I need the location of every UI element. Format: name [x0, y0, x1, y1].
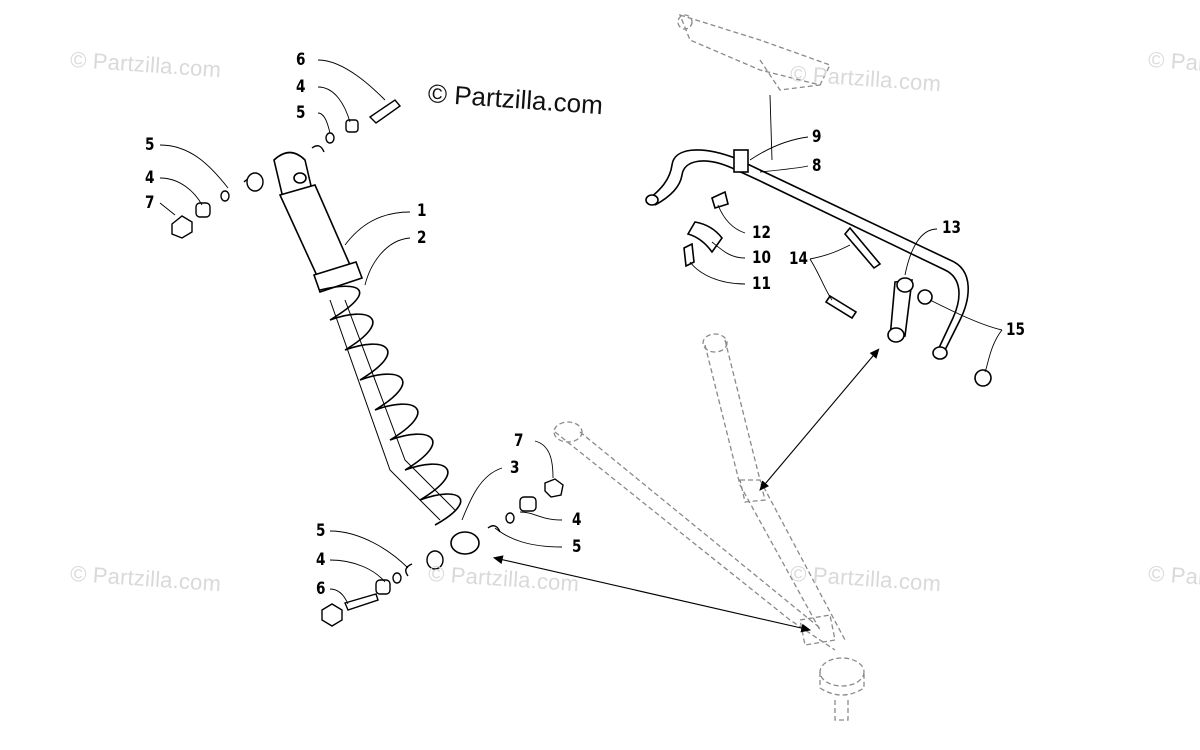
top-hardware — [171, 99, 402, 239]
callout-4-bottom: 4 — [316, 550, 326, 570]
shock-absorber — [273, 151, 480, 555]
callout-4-lower: 4 — [572, 510, 582, 530]
callout-8: 8 — [812, 156, 822, 176]
callout-12: 12 — [752, 223, 771, 243]
reference-arrows — [492, 348, 880, 633]
a-arm — [553, 333, 865, 721]
callout-6-bottom: 6 — [316, 579, 326, 599]
callout-7-left: 7 — [145, 193, 155, 213]
callout-5-left: 5 — [145, 135, 155, 155]
callout-7-lower: 7 — [514, 431, 524, 451]
bottom-hardware — [321, 478, 564, 627]
callout-15: 15 — [1006, 320, 1025, 340]
callout-14: 14 — [789, 249, 808, 269]
leader-lines — [159, 59, 1003, 605]
callout-4-top: 4 — [296, 77, 306, 97]
callout-3: 3 — [510, 458, 520, 478]
callout-5-bottom: 5 — [316, 521, 326, 541]
callout-9: 9 — [812, 127, 822, 147]
callout-13: 13 — [942, 218, 961, 238]
callout-6-top: 6 — [296, 50, 306, 70]
callout-5-top: 5 — [296, 103, 306, 123]
callout-1: 1 — [417, 201, 427, 221]
callout-5-lower: 5 — [572, 537, 582, 557]
callout-11: 11 — [752, 274, 771, 294]
stabilizer-bar — [645, 149, 992, 387]
callout-4-left: 4 — [145, 168, 155, 188]
callout-2: 2 — [417, 228, 427, 248]
callout-10: 10 — [752, 248, 771, 268]
frame-bracket — [677, 13, 831, 91]
